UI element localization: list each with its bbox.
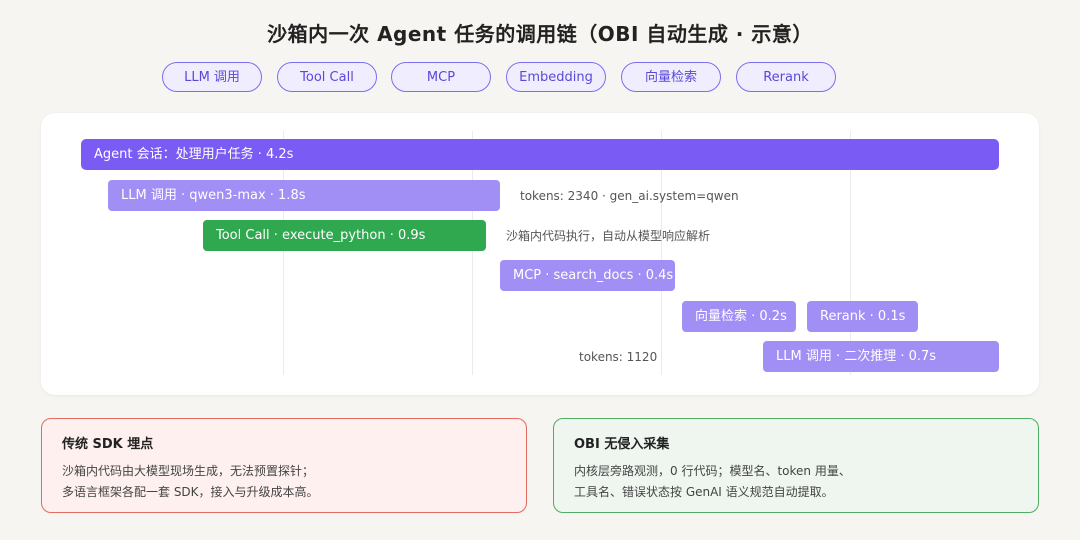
annotation-llm2-tokens: tokens: 1120 bbox=[579, 350, 658, 364]
span-mcp[interactable]: MCP · search_docs · 0.4s bbox=[500, 260, 675, 291]
card-obi-title: OBI 无侵入采集 bbox=[574, 437, 670, 452]
span-tool-call[interactable]: Tool Call · execute_python · 0.9s bbox=[203, 220, 486, 251]
card-obi: OBI 无侵入采集 内核层旁路观测，0 行代码；模型名、token 用量、 工具… bbox=[553, 418, 1039, 513]
legend-embedding: Embedding bbox=[506, 62, 606, 92]
span-vector-search[interactable]: 向量检索 · 0.2s bbox=[682, 301, 796, 332]
card-traditional-sdk: 传统 SDK 埋点 沙箱内代码由大模型现场生成，无法预置探针； 多语言框架各配一… bbox=[41, 418, 527, 513]
page-title: 沙箱内一次 Agent 任务的调用链（OBI 自动生成 · 示意） bbox=[267, 22, 813, 46]
gridline bbox=[850, 131, 851, 375]
legend-rerank: Rerank bbox=[736, 62, 836, 92]
span-llm-call[interactable]: LLM 调用 · qwen3-max · 1.8s bbox=[108, 180, 500, 211]
span-agent-session[interactable]: Agent 会话：处理用户任务 · 4.2s bbox=[81, 139, 999, 170]
legend-llm: LLM 调用 bbox=[162, 62, 262, 92]
card-obi-line: 工具名、错误状态按 GenAI 语义规范自动提取。 bbox=[574, 485, 834, 499]
annotation-tool-call: 沙箱内代码执行，自动从模型响应解析 bbox=[506, 229, 711, 243]
annotation-llm-tokens: tokens: 2340 · gen_ai.system=qwen bbox=[520, 189, 739, 203]
legend-mcp: MCP bbox=[391, 62, 491, 92]
card-sdk-title: 传统 SDK 埋点 bbox=[62, 437, 154, 452]
gridline bbox=[472, 131, 473, 375]
legend-vector-search: 向量检索 bbox=[621, 62, 721, 92]
legend: LLM 调用 Tool Call MCP Embedding 向量检索 Rera… bbox=[0, 0, 1080, 100]
card-obi-line: 内核层旁路观测，0 行代码；模型名、token 用量、 bbox=[574, 464, 851, 478]
card-sdk-line: 多语言框架各配一套 SDK，接入与升级成本高。 bbox=[62, 485, 319, 499]
legend-tool-call: Tool Call bbox=[277, 62, 377, 92]
span-rerank[interactable]: Rerank · 0.1s bbox=[807, 301, 918, 332]
span-llm-second[interactable]: LLM 调用 · 二次推理 · 0.7s bbox=[763, 341, 999, 372]
gridline bbox=[661, 131, 662, 375]
gridline bbox=[283, 131, 284, 375]
card-sdk-line: 沙箱内代码由大模型现场生成，无法预置探针； bbox=[62, 464, 315, 478]
